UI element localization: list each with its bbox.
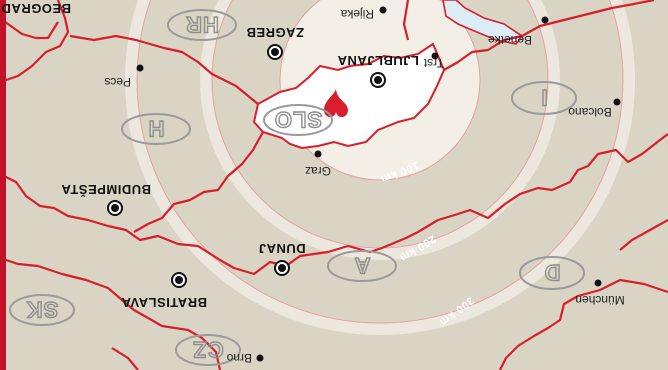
city-dot-inner <box>374 76 382 84</box>
capital-label-dunaj: DUNAJ <box>258 241 305 256</box>
country-oval-d <box>519 256 585 290</box>
city-label-pecs: Pecs <box>104 75 131 89</box>
city-budimpesta[interactable] <box>107 200 123 216</box>
capital-label-ljubljana: LJUBLJANA <box>337 53 419 68</box>
slovenia-area <box>252 42 446 150</box>
country-oval-hr <box>167 9 237 41</box>
city-ljubljana[interactable] <box>370 72 386 88</box>
heart-icon <box>324 88 348 118</box>
country-code-slo: SLO <box>274 107 322 132</box>
city-bratislava[interactable] <box>171 272 187 288</box>
country-code-i: I <box>540 85 547 110</box>
country-oval-a <box>327 250 397 282</box>
city-dot-graz <box>314 150 322 158</box>
map-frame <box>0 0 6 370</box>
city-dot-inner <box>111 204 119 212</box>
country-oval-cz <box>175 334 241 366</box>
city-dot-munchen <box>594 279 602 287</box>
country-code-hr: HR <box>185 12 219 37</box>
country-oval-i <box>511 81 577 115</box>
city-label-benetke: Benetke <box>488 33 532 47</box>
country-oval-slo <box>263 104 333 136</box>
city-zagreb[interactable] <box>267 44 283 60</box>
country-code-cz: CZ <box>192 337 223 362</box>
city-dot-benetke <box>541 16 549 24</box>
city-dot-inner <box>278 264 286 272</box>
city-dot-pecs <box>136 64 144 72</box>
capital-label-budimpesta: BUDIMPEŠTA <box>61 182 151 197</box>
ring-300-band <box>125 0 635 335</box>
country-code-h: H <box>148 116 165 141</box>
city-label-bolcano: Bolcano <box>568 105 612 119</box>
city-label-brno: Brno <box>226 351 252 365</box>
city-dot-rijeka <box>379 6 387 14</box>
city-label-graz: Graz <box>305 164 331 178</box>
city-dot-inner <box>271 48 279 56</box>
city-dot-brno <box>256 354 264 362</box>
country-code-d: D <box>544 260 561 285</box>
city-label-rijeka: Rijeka <box>340 7 374 21</box>
capital-label-bratislava: BRATISLAVA <box>121 295 207 310</box>
city-dot-inner <box>175 276 183 284</box>
adriatic-sea <box>442 0 524 45</box>
capital-label-beograd: BEOGRAD <box>1 1 71 16</box>
ring-300-line <box>136 0 624 324</box>
city-dunaj[interactable] <box>274 260 290 276</box>
country-oval-sk <box>9 294 75 326</box>
city-dot-bolcano <box>613 98 621 106</box>
city-label-munchen: München <box>575 293 624 307</box>
ring-100-line <box>279 0 481 181</box>
country-code-a: A <box>354 253 371 278</box>
country-code-sk: SK <box>26 297 59 322</box>
city-label-trst: Trst <box>423 56 444 70</box>
country-oval-h <box>121 113 191 145</box>
city-dot-trst <box>431 52 439 60</box>
capital-label-zagreb: ZAGREB <box>246 25 304 40</box>
